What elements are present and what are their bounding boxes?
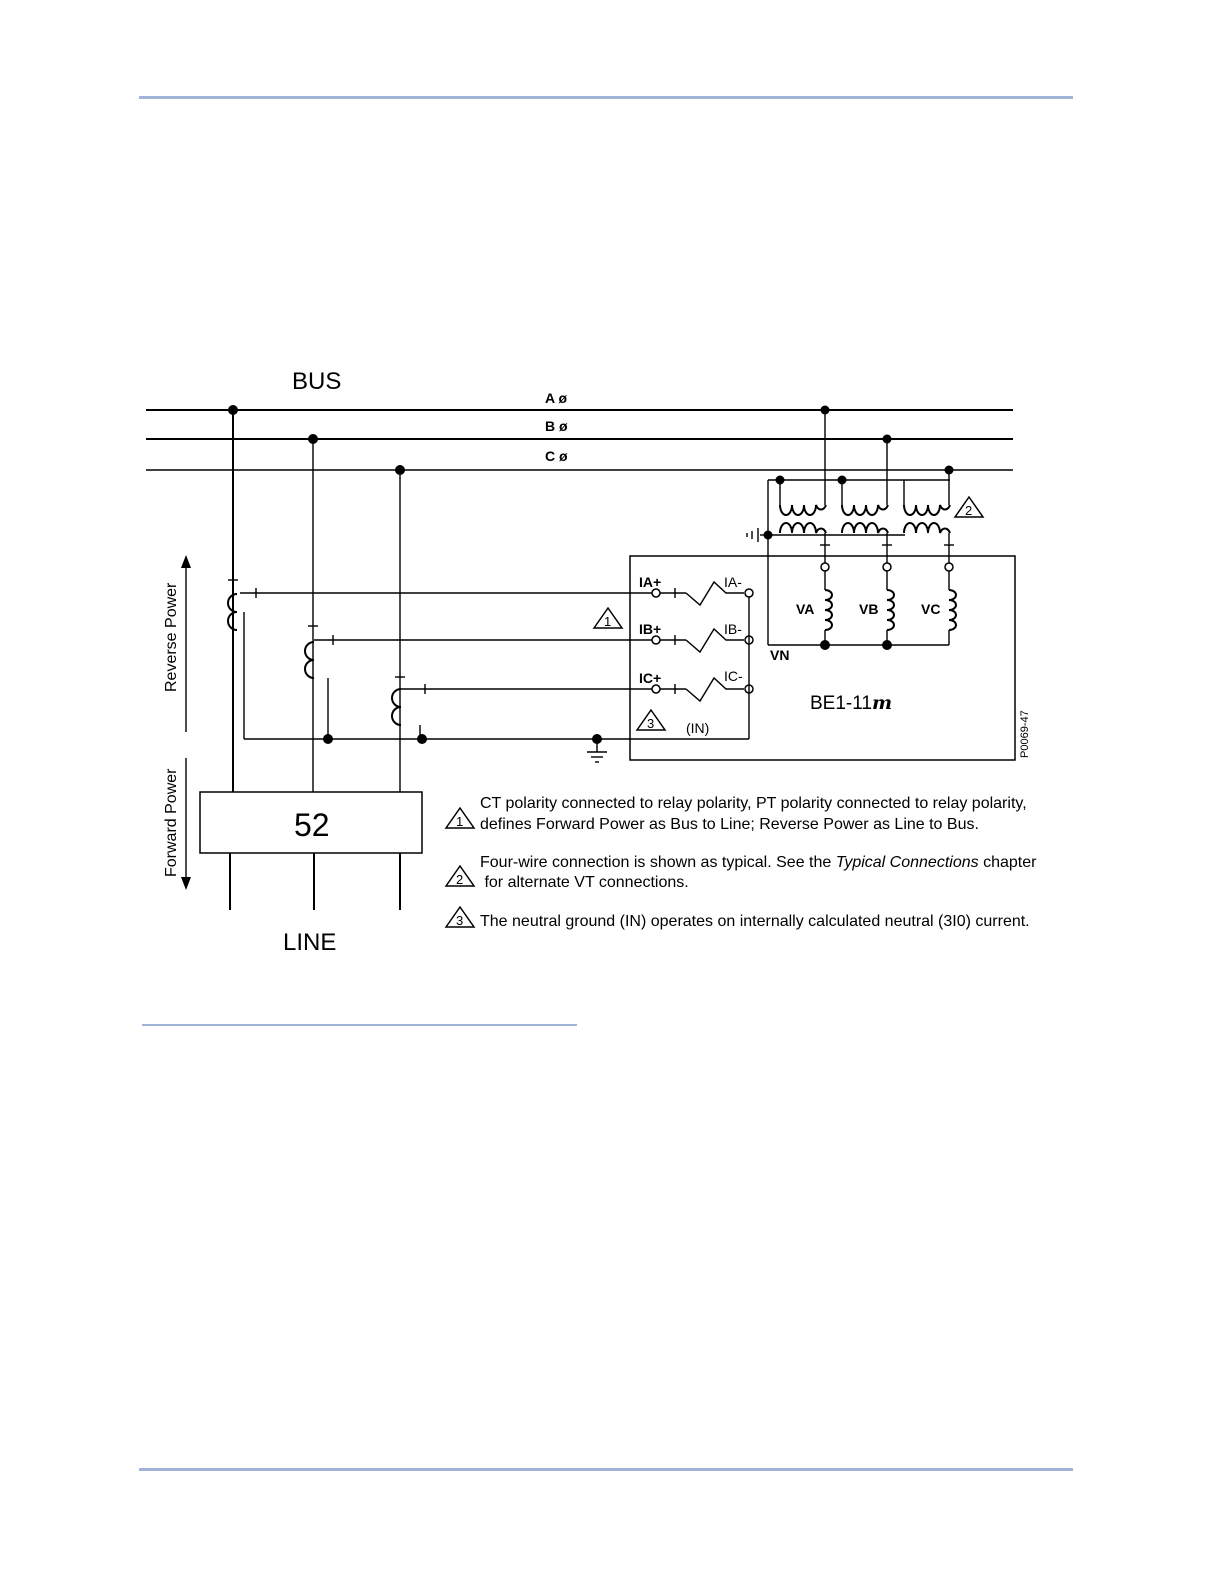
current-input-c: IC+ IC- <box>639 668 754 703</box>
ic-plus-label: IC+ <box>639 670 661 686</box>
vb-label: VB <box>859 601 878 617</box>
ic-minus-label: IC- <box>724 668 743 684</box>
ib-minus-label: IB- <box>724 621 742 637</box>
phase-a-label: A ø <box>545 390 567 406</box>
footer-rule <box>139 1468 1073 1471</box>
reverse-power-label: Reverse Power <box>163 582 180 692</box>
phase-b-label: B ø <box>545 418 568 434</box>
voltage-input-c: VC <box>921 562 957 645</box>
vt-ground-icon <box>746 528 768 542</box>
line-label: LINE <box>283 929 336 956</box>
bus-label: BUS <box>292 368 341 395</box>
breaker-52 <box>199 791 423 854</box>
marker-1-icon: 1 <box>593 607 623 629</box>
relay-box <box>629 555 1016 761</box>
svg-text:3: 3 <box>647 716 654 731</box>
header-rule <box>139 96 1073 99</box>
note-2-marker-icon: 2 <box>445 865 475 887</box>
ib-plus-label: IB+ <box>639 621 661 637</box>
note-2-line-1: Four-wire connection is shown as typical… <box>480 854 1037 871</box>
ct-phase-a <box>227 579 238 631</box>
note-3-line-1: The neutral ground (IN) operates on inte… <box>480 913 1030 930</box>
vt-secondary-windings <box>779 522 951 534</box>
reverse-power-arrow: Reverse Power <box>163 555 191 732</box>
marker-3-icon: 3 <box>636 709 666 731</box>
forward-power-arrow: Forward Power <box>163 758 191 890</box>
svg-text:2: 2 <box>456 872 463 887</box>
ct-phase-c <box>391 676 405 726</box>
forward-power-label: Forward Power <box>163 768 180 877</box>
current-input-a: IA+ IA- <box>639 574 754 607</box>
ground-icon <box>587 739 607 763</box>
current-input-b: IB+ IB- <box>639 621 754 654</box>
note-2: 2 Four-wire connection is shown as typic… <box>445 854 1037 891</box>
phase-c-label: C ø <box>545 448 568 464</box>
va-label: VA <box>796 601 814 617</box>
relay-name: BE1-11m <box>810 692 892 714</box>
note-1: 1 CT polarity connected to relay polarit… <box>445 795 1027 833</box>
note-3: 3 The neutral ground (IN) operates on in… <box>445 906 1030 930</box>
marker-2-icon: 2 <box>954 496 984 518</box>
vt-primary-windings <box>779 504 951 516</box>
figure-id: P0069-47 <box>1019 710 1031 758</box>
note-2-line-2: for alternate VT connections. <box>480 874 689 891</box>
ia-plus-label: IA+ <box>639 574 661 590</box>
vc-label: VC <box>921 601 940 617</box>
note-1-marker-icon: 1 <box>445 807 475 829</box>
svg-text:2: 2 <box>965 503 972 518</box>
vn-label: VN <box>770 647 789 663</box>
ct-phase-b <box>304 625 318 679</box>
voltage-input-a: VA <box>796 562 833 645</box>
neutral-current-label: (IN) <box>686 720 709 736</box>
note-3-marker-icon: 3 <box>445 906 475 928</box>
svg-text:1: 1 <box>604 614 611 629</box>
note-1-line-1: CT polarity connected to relay polarity,… <box>480 795 1027 812</box>
breaker-label: 52 <box>294 807 330 843</box>
voltage-input-b: VB <box>859 562 895 645</box>
svg-text:1: 1 <box>456 814 463 829</box>
svg-text:3: 3 <box>456 913 463 928</box>
ia-minus-label: IA- <box>724 574 742 590</box>
note-1-line-2: defines Forward Power as Bus to Line; Re… <box>480 816 979 833</box>
caption-rule <box>142 1024 577 1026</box>
